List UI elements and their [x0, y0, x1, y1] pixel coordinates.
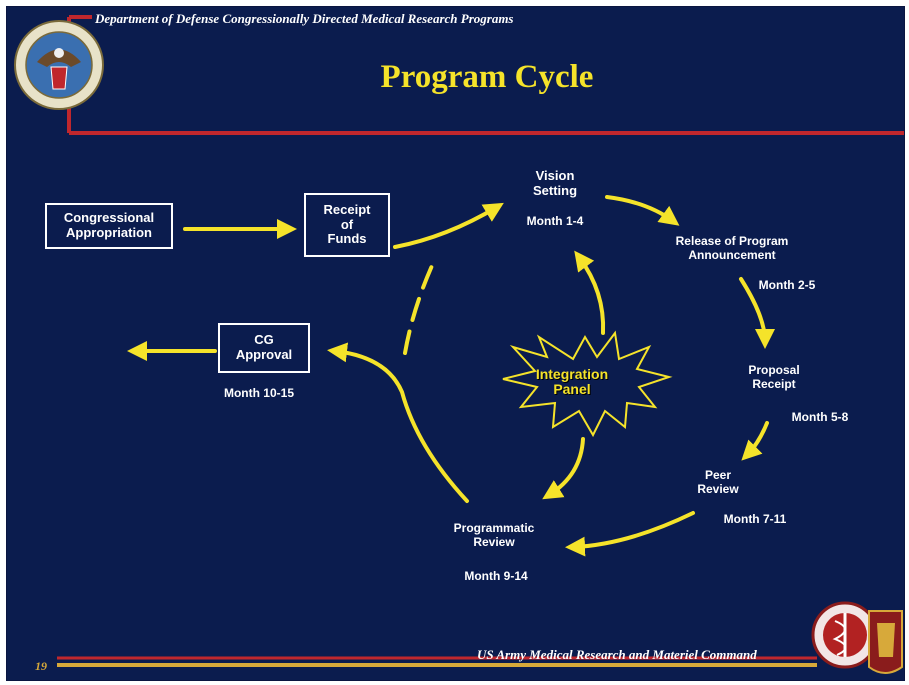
- footer-command: US Army Medical Research and Materiel Co…: [477, 647, 757, 662]
- arrow-vision-to-release: [605, 195, 680, 226]
- dod-seal-icon: [14, 20, 104, 110]
- arrow-proposal-to-peer: [741, 421, 769, 461]
- arrow-funds-to-vision: [393, 202, 504, 249]
- programmatic-review-month: Month 9-14: [464, 569, 528, 583]
- arrow-release-to-proposal: [739, 277, 775, 349]
- army-medical-insignia-icon: [811, 601, 903, 674]
- header-organization: Department of Defense Congressionally Di…: [95, 11, 514, 26]
- congressional-appropriation-box: Congressional Appropriation: [45, 203, 173, 249]
- integration-panel-label: Integration Panel: [535, 366, 609, 398]
- integration-panel-star-icon: [502, 330, 673, 438]
- page-number: 19: [35, 659, 47, 673]
- decorative-rules: [57, 15, 904, 667]
- receipt-of-funds-box: Receipt of Funds: [304, 193, 390, 257]
- cg-approval-label: CG Approval: [235, 332, 293, 362]
- arrow-dashed-return: [403, 257, 437, 355]
- peer-review-month: Month 7-11: [723, 512, 787, 526]
- proposal-receipt-month: Month 5-8: [791, 410, 849, 424]
- arrow-panel-to-vision: [574, 250, 606, 335]
- release-announcement-label: Release of Program Announcement: [675, 234, 789, 262]
- arrow-peer-to-programmatic: [565, 511, 695, 557]
- receipt-of-funds-label: Receipt of Funds: [323, 201, 371, 247]
- vision-setting-label: Vision Setting: [532, 168, 578, 198]
- slide: Department of Defense Congressionally Di…: [6, 6, 905, 681]
- congressional-appropriation-label: Congressional Appropriation: [63, 210, 155, 240]
- cg-approval-box: CG Approval: [218, 323, 310, 373]
- cycle-arrows: [127, 195, 775, 557]
- cg-approval-month: Month 10-15: [223, 386, 294, 400]
- release-announcement-month: Month 2-5: [758, 278, 816, 292]
- programmatic-review-label: Programmatic Review: [453, 521, 535, 549]
- page-title: Program Cycle: [380, 59, 594, 95]
- proposal-receipt-label: Proposal Receipt: [748, 363, 800, 391]
- arrow-programmatic-to-cg: [327, 342, 469, 503]
- arrow-panel-to-programmatic: [542, 437, 585, 500]
- peer-review-label: Peer Review: [697, 468, 739, 496]
- vision-setting-month: Month 1-4: [526, 214, 584, 228]
